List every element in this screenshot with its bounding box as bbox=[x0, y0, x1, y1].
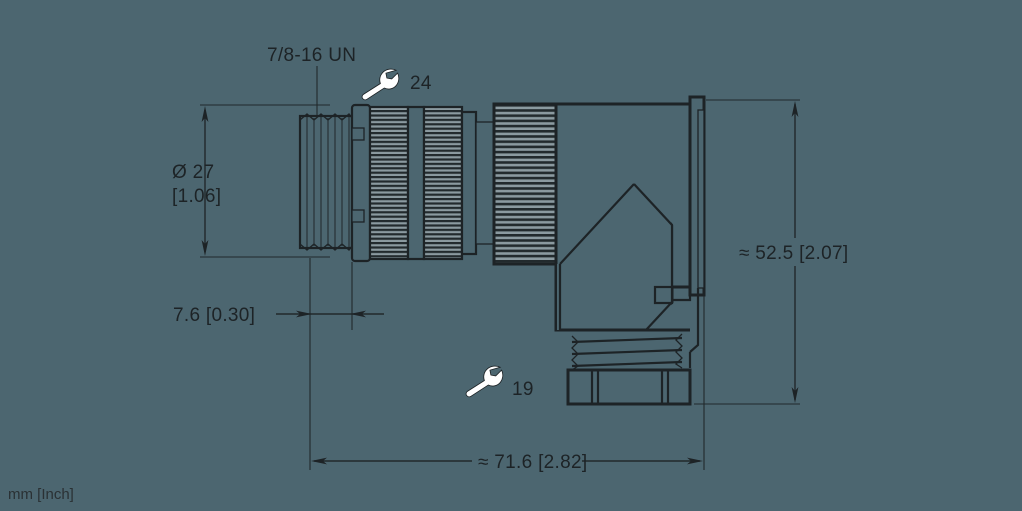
step-band bbox=[460, 110, 495, 256]
wrench-top-size-label: 24 bbox=[410, 73, 432, 94]
thread-length-label: 7.6 [0.30] bbox=[173, 305, 255, 326]
overall-length-label: ≈ 71.6 [2.82] bbox=[478, 452, 587, 473]
hex-nut bbox=[566, 368, 692, 406]
bottom-threaded-spigot bbox=[560, 328, 690, 372]
dimension-overall-length bbox=[309, 296, 705, 470]
dimension-height bbox=[694, 99, 800, 405]
diameter-label-line1: Ø 27 bbox=[172, 162, 214, 183]
wrench-icon-top bbox=[361, 68, 400, 101]
threaded-stub bbox=[298, 113, 354, 251]
dimension-thread-length bbox=[276, 258, 384, 330]
unit-note: mm [Inch] bbox=[8, 486, 74, 503]
wrench-icon-bottom bbox=[465, 365, 504, 398]
wrench-bottom-size-label: 19 bbox=[512, 379, 534, 400]
diameter-label-line2: [1.06] bbox=[172, 186, 221, 207]
collar-shoulder bbox=[350, 103, 372, 263]
dimension-diameter bbox=[200, 104, 330, 258]
knurled-nut-large-front bbox=[492, 102, 558, 266]
knurled-grip-1 bbox=[368, 105, 410, 261]
smooth-band-1 bbox=[406, 105, 426, 261]
height-label: ≈ 52.5 [2.07] bbox=[739, 243, 848, 264]
flange-plate bbox=[672, 95, 706, 368]
thread-spec-label: 7/8-16 UN bbox=[267, 45, 356, 66]
knurled-grip-2 bbox=[422, 105, 464, 261]
